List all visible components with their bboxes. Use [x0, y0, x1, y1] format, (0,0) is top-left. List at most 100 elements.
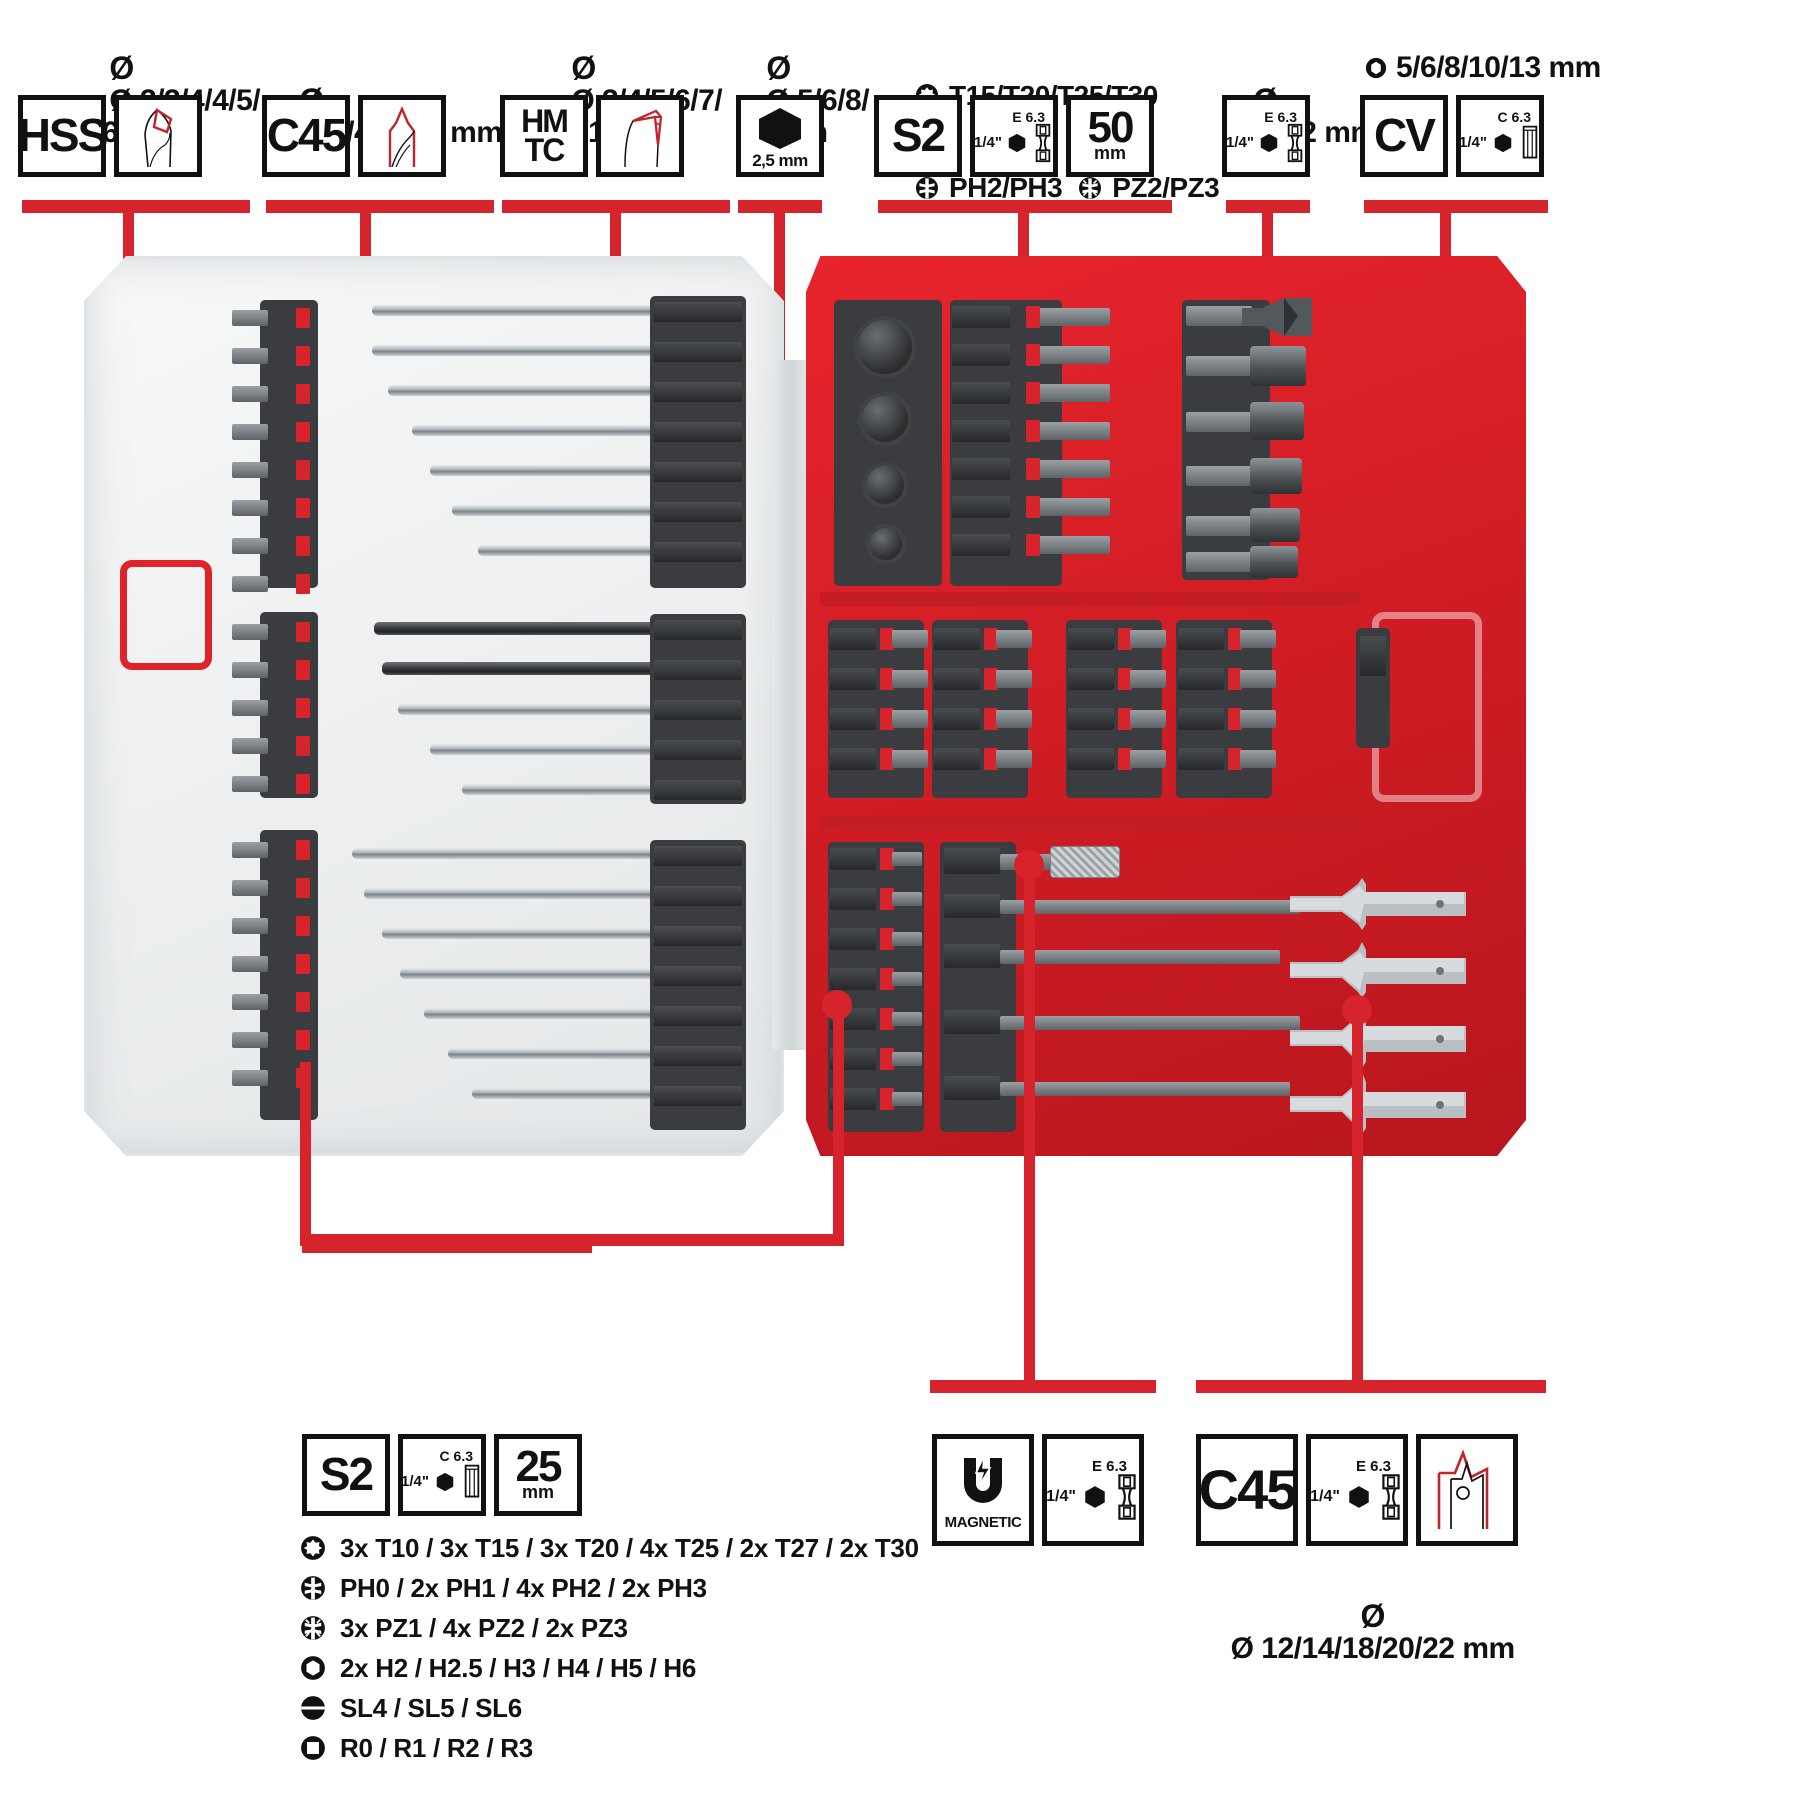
shank-standard-label: E 6.3: [1012, 108, 1045, 125]
hex-socket-icon: [1365, 57, 1387, 78]
list-item-label: 3x PZ1 / 4x PZ2 / 2x PZ3: [340, 1612, 628, 1643]
length-value-label: 25: [515, 1441, 563, 1491]
masonry-drill-tip-icon: [624, 109, 663, 167]
shank-standard-label: E 6.3: [1355, 1457, 1391, 1475]
s2-label: S2: [891, 109, 946, 162]
e-shank-icon: [1035, 123, 1051, 162]
connector-bar-hss: [22, 200, 250, 213]
wood-drill-tip-icon: [388, 105, 416, 167]
s2-label-bottom: S2: [319, 1448, 374, 1501]
hexagon-icon: [436, 1472, 454, 1491]
case-handle-left: [120, 560, 212, 670]
connector-bar-magnetic: [930, 1380, 1156, 1393]
hexagon-icon: [1260, 133, 1278, 152]
connector-line-bottom-s2-v1: [300, 1062, 311, 1240]
icon-box-hss-material: HSS: [17, 95, 109, 177]
phillips-icon: [301, 1576, 325, 1600]
hss-label: HSS: [17, 109, 109, 162]
twist-drill-tip-icon: [144, 108, 173, 167]
icon-box-c45-material-bottom: C45: [1196, 1434, 1298, 1546]
socket-6mm: [866, 524, 906, 564]
icon-box-c45-tip: [358, 95, 446, 177]
socket-10mm: [858, 392, 912, 446]
diameter-icon: Ø: [571, 49, 596, 86]
icon-box-countersink-shank: E 6.3 1/4": [1222, 95, 1310, 177]
accessory-clip-bit: [1360, 636, 1386, 676]
connector-bar-bottom-s2: [302, 1240, 592, 1253]
e-shank-icon: [1118, 1473, 1136, 1520]
hex-size-label: 2,5 mm: [752, 150, 808, 170]
list-item: SL4 / SL5 / SL6: [300, 1688, 1080, 1728]
c45-label-bottom: C45: [1198, 1457, 1298, 1521]
connector-line-spade-v: [1352, 1005, 1363, 1380]
spade-bit-tip-icon: [1437, 1449, 1489, 1529]
c-shank-icon: [464, 1464, 480, 1497]
list-item-label: 2x H2 / H2.5 / H3 / H4 / H5 / H6: [340, 1652, 696, 1683]
diameter-icon: Ø: [1360, 1597, 1385, 1634]
connector-dot-spade: [1342, 995, 1372, 1025]
list-item-label: R0 / R1 / R2 / R3: [340, 1732, 533, 1763]
connector-line-magnetic-v: [1024, 860, 1035, 1380]
hex-icon: [301, 1656, 325, 1680]
spec-caption-spade: Ø Ø 12/14/18/20/22 mm: [1196, 1568, 1518, 1696]
torx-icon: [301, 1536, 325, 1560]
shank-fraction-label: 1/4": [401, 1473, 429, 1490]
phillips-icon: [916, 176, 938, 199]
icon-box-s2-material-bottom: S2: [302, 1434, 390, 1516]
spec-caption-s2-ph: PH2/PH3: [949, 171, 1063, 203]
pozidriv-icon: [1079, 176, 1102, 199]
e-shank-icon: [1382, 1473, 1400, 1520]
socket-13mm: [854, 316, 916, 378]
diameter-icon: Ø: [766, 49, 791, 86]
hexagon-icon: [1494, 133, 1512, 152]
icon-box-s2-shank-bottom: C 6.3 1/4": [398, 1434, 486, 1516]
icon-box-length-50: 50 mm: [1066, 95, 1154, 177]
shank-standard-label: E 6.3: [1264, 108, 1297, 125]
spade-bit-icon: [1290, 1072, 1466, 1134]
bit-spec-list: 3x T10 / 3x T15 / 3x T20 / 4x T25 / 2x T…: [300, 1528, 1080, 1768]
icon-box-s2-material: S2: [874, 95, 962, 177]
magnet-icon: [964, 1455, 1002, 1503]
list-item-label: SL4 / SL5 / SL6: [340, 1692, 522, 1723]
list-item: 3x T10 / 3x T15 / 3x T20 / 4x T25 / 2x T…: [300, 1528, 1080, 1568]
connector-line-bottom-s2-v2: [833, 1000, 844, 1246]
spade-bit-icon: [1290, 878, 1466, 930]
list-item-label: 3x T10 / 3x T15 / 3x T20 / 4x T25 / 2x T…: [340, 1532, 919, 1563]
list-item: PH0 / 2x PH1 / 4x PH2 / 2x PH3: [300, 1568, 1080, 1608]
spec-caption-cv-text: 5/6/8/10/13 mm: [1396, 51, 1601, 84]
icon-box-hex-size: 2,5 mm: [736, 95, 824, 177]
length-unit-label: mm: [1093, 143, 1126, 164]
length-unit-label: mm: [521, 1482, 554, 1503]
c-shank-icon: [1522, 125, 1538, 158]
icon-box-c45-shank-bottom: E 6.3 1/4": [1306, 1434, 1408, 1546]
connector-bar-spade: [1196, 1380, 1546, 1393]
case-rib-1: [820, 592, 1360, 606]
magnetic-label: MAGNETIC: [944, 1513, 1022, 1531]
icon-box-c45-material: C45: [262, 95, 350, 177]
shank-fraction-label: 1/4": [1459, 134, 1487, 151]
spec-caption-cv: 5/6/8/10/13 mm: [1365, 52, 1601, 84]
shank-fraction-label: 1/4": [1046, 1487, 1076, 1505]
case-rib-2: [820, 816, 1360, 830]
hexagon-icon: [759, 107, 801, 149]
icon-box-spade-tip: [1416, 1434, 1518, 1546]
square-icon: [301, 1736, 325, 1760]
diameter-icon: Ø: [109, 49, 134, 86]
connector-bar-c45: [266, 200, 494, 213]
socket-8mm: [862, 462, 908, 508]
cv-label: CV: [1374, 109, 1436, 162]
icon-box-length-25: 25 mm: [494, 1434, 582, 1516]
list-item-label: PH0 / 2x PH1 / 4x PH2 / 2x PH3: [340, 1572, 707, 1603]
icon-box-s2-shank: E 6.3 1/4": [970, 95, 1058, 177]
length-value-label: 50: [1087, 102, 1135, 152]
shank-fraction-label: 1/4": [1310, 1487, 1340, 1505]
list-item: 2x H2 / H2.5 / H3 / H4 / H5 / H6: [300, 1648, 1080, 1688]
list-item: R0 / R1 / R2 / R3: [300, 1728, 1080, 1768]
hexagon-icon: [1008, 133, 1026, 152]
list-item: 3x PZ1 / 4x PZ2 / 2x PZ3: [300, 1608, 1080, 1648]
pozidriv-icon: [301, 1616, 325, 1640]
spec-caption-spade-text: Ø 12/14/18/20/22 mm: [1230, 1632, 1516, 1666]
icon-box-hss-tip: [114, 95, 202, 177]
spade-bit-icon: [1290, 1008, 1466, 1068]
countersink-icon: [1242, 298, 1312, 336]
